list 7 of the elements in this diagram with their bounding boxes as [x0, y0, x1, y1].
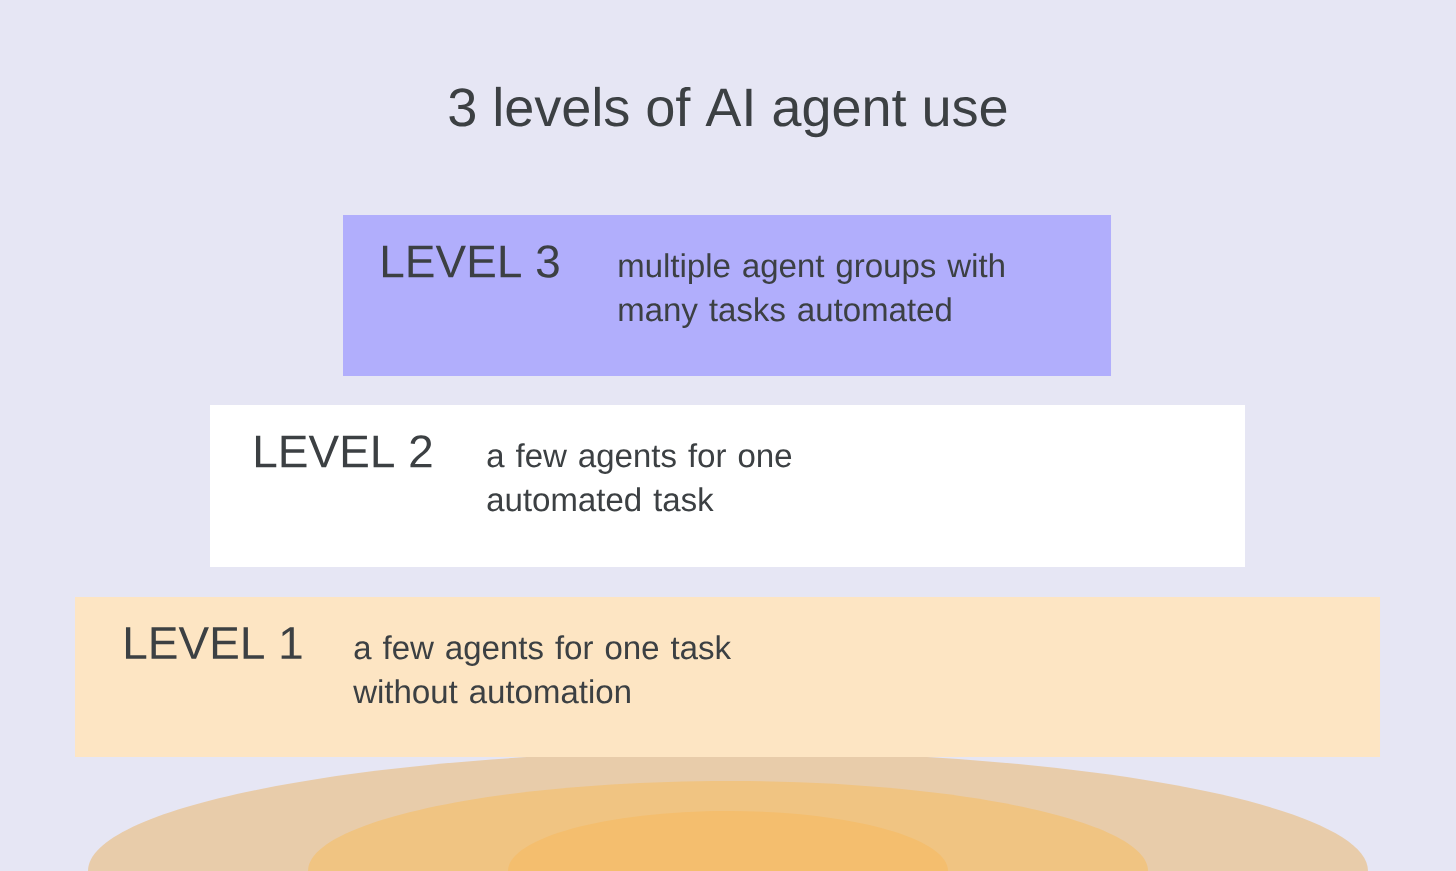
level-description: a few agents for one automated task [487, 443, 792, 512]
level-label: LEVEL 1 [126, 627, 302, 659]
level-label: LEVEL 3 [383, 245, 559, 278]
title: 3 levels of AI agent use [449, 86, 1007, 138]
level-label: LEVEL 2 [256, 435, 432, 468]
level-description: a few agents for one task without automation [353, 635, 732, 704]
level-description: multiple agent groups with many tasks automated [619, 253, 1004, 328]
